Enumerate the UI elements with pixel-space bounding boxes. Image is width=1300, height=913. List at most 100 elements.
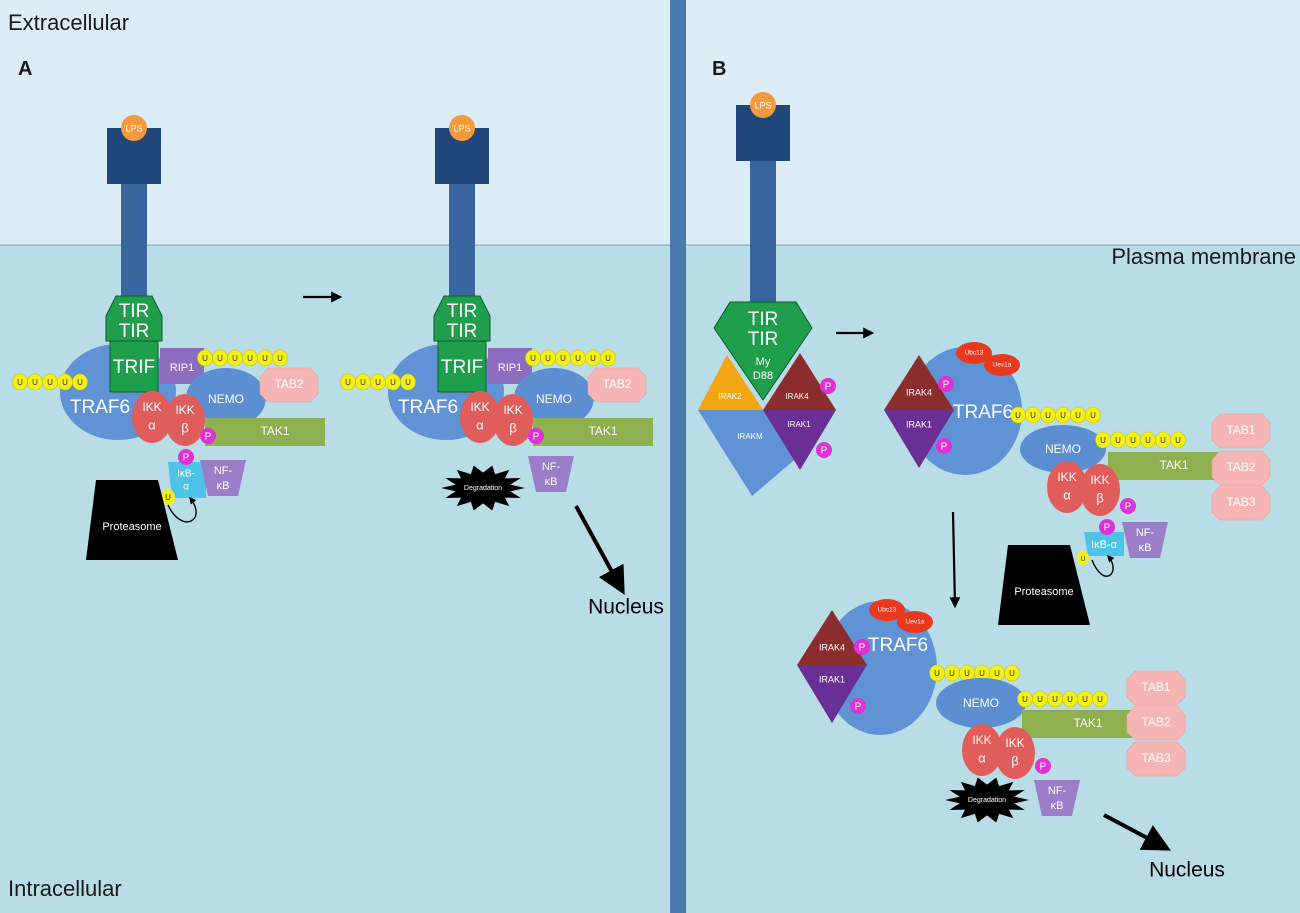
a1-ikba-text-2: α	[183, 482, 189, 493]
b2-ikk-alpha	[962, 724, 1002, 776]
panel-divider	[670, 0, 686, 913]
b2-ikk-beta-text: IKK	[1005, 736, 1024, 750]
a1-traf6-ub-text-4: U	[77, 378, 83, 387]
b-tir-2: TIR	[748, 329, 779, 350]
b-receptor-lps-text: LPS	[754, 100, 771, 110]
b-irak1	[763, 410, 836, 470]
b2-traf6-ub-5	[1004, 664, 1020, 682]
b2-p-ikk-text: P	[1040, 762, 1047, 773]
b2-ikk-alpha-text: IKK	[972, 733, 991, 747]
b-irak1-text: IRAK1	[787, 420, 811, 429]
a2-nemo-ub-text-1: U	[545, 354, 551, 363]
a1-tir-2: TIR	[119, 321, 150, 342]
b1-traf6-ub-text-5: U	[1090, 411, 1096, 420]
a1-tir-block	[105, 295, 163, 342]
a2-nemo-ub-text-4: U	[590, 354, 596, 363]
a2-p-ikk	[528, 428, 544, 444]
a1-nemo-ub-text-0: U	[202, 354, 208, 363]
b2-irak1	[797, 665, 867, 723]
b1-p-ikk-text: P	[1125, 502, 1132, 513]
a1-traf6-ub-text-0: U	[17, 378, 23, 387]
b1-tab2	[1211, 450, 1271, 486]
b-nucleus-arrow	[1103, 813, 1171, 851]
a1-nfkb	[200, 460, 246, 496]
b2-tak1	[1022, 710, 1134, 738]
b1-irak1-text: IRAK1	[906, 419, 932, 429]
a1-ikk-beta-text: IKK	[175, 403, 194, 417]
b-tir-1: TIR	[748, 309, 779, 330]
b1-nemo-ub-text-3: U	[1145, 436, 1151, 445]
a1-traf6-ub-text-3: U	[62, 378, 68, 387]
a1-receptor-lps-text: LPS	[125, 123, 142, 133]
extracellular-space	[0, 0, 1300, 245]
b1-ikba-ub-text: U	[1080, 556, 1085, 563]
b1-p-irak4	[938, 376, 954, 392]
a1-proteasome	[86, 480, 178, 560]
b-irak2	[698, 355, 763, 410]
b2-irak1-text: IRAK1	[819, 674, 845, 684]
b-irak4-text: IRAK4	[785, 392, 809, 401]
a1-nfkb-text-2: κB	[217, 480, 230, 492]
a1-nemo-ub-text-2: U	[232, 354, 238, 363]
b2-traf6-ub-text-5: U	[1009, 669, 1015, 678]
b1-traf6-ub-text-1: U	[1030, 411, 1036, 420]
a1-nemo-text: NEMO	[208, 392, 244, 406]
a2-alpha-text: α	[476, 417, 484, 432]
b-myd88-block	[713, 301, 813, 401]
b1-traf6-ub-text-0: U	[1015, 411, 1021, 420]
a2-tab2	[587, 367, 647, 403]
b1-p-ikba	[1099, 519, 1115, 535]
b2-nemo-ub-text-5: U	[1097, 695, 1103, 704]
b2-burst	[945, 777, 1029, 823]
b1-tab2-text: TAB2	[1226, 460, 1255, 474]
a2-traf6-ub-4	[400, 373, 416, 391]
a-nucleus-arrow	[574, 505, 625, 595]
b1-ikk-beta-text: IKK	[1090, 473, 1109, 487]
b2-tak1-text: TAK1	[1073, 716, 1102, 730]
a-nucleus-text: Nucleus	[588, 596, 664, 619]
b2-p-ikk	[1035, 758, 1051, 774]
b-irakm-text: IRAKM	[737, 432, 763, 441]
a1-nemo-ub-text-5: U	[277, 354, 283, 363]
a1-alpha-text: α	[148, 417, 156, 432]
b2-irak4-text: IRAK4	[819, 642, 845, 652]
b-irak4	[763, 353, 836, 410]
a2-traf6-ub-text-2: U	[375, 378, 381, 387]
b-p-irak1-text: P	[821, 446, 828, 457]
b1-nfkb	[1122, 522, 1168, 558]
b1-ikba-text: IκB-α	[1091, 539, 1118, 551]
a2-nemo-ub-text-5: U	[605, 354, 611, 363]
b2-nemo	[936, 678, 1026, 728]
b2-tab2	[1126, 705, 1186, 741]
a2-traf6-ub-text-1: U	[360, 378, 366, 387]
a1-tab2-text: TAB2	[274, 377, 303, 391]
b2-nfkb-text-2: κB	[1051, 800, 1064, 812]
a2-tab2-text: TAB2	[602, 377, 631, 391]
b2-traf6-ub-text-2: U	[964, 669, 970, 678]
a1-ikk-alpha-text: IKK	[142, 400, 161, 414]
a2-tir-2: TIR	[447, 321, 478, 342]
b2-traf6-ub-text-0: U	[934, 669, 940, 678]
a1-ikk-beta	[165, 394, 205, 446]
b1-traf6-ub-text-2: U	[1045, 411, 1051, 420]
a2-trif-text: TRIF	[441, 357, 483, 378]
b2-tab3	[1126, 741, 1186, 777]
a1-nemo-ub-text-3: U	[247, 354, 253, 363]
a1-p-ikk	[200, 428, 216, 444]
b1-uev1a-text: Uev1a	[993, 362, 1012, 369]
b2-nemo-ub-text-4: U	[1082, 695, 1088, 704]
b1-tab3	[1211, 485, 1271, 521]
b1-ubc13-text: Ubc13	[965, 350, 984, 357]
a1-nemo	[186, 368, 266, 428]
a2-nfkb	[528, 456, 574, 492]
a1-beta-text: β	[181, 420, 188, 435]
b2-nemo-ub-5	[1092, 690, 1108, 708]
b1-nemo-ub-5	[1170, 431, 1186, 449]
b1-p-ikba-text: P	[1104, 523, 1111, 534]
b1-ikk-beta	[1080, 464, 1120, 516]
a2-nemo	[514, 368, 594, 428]
a1-nemo-ub-text-1: U	[217, 354, 223, 363]
b1-uev1a	[984, 354, 1020, 376]
b2-nfkb	[1034, 780, 1080, 816]
